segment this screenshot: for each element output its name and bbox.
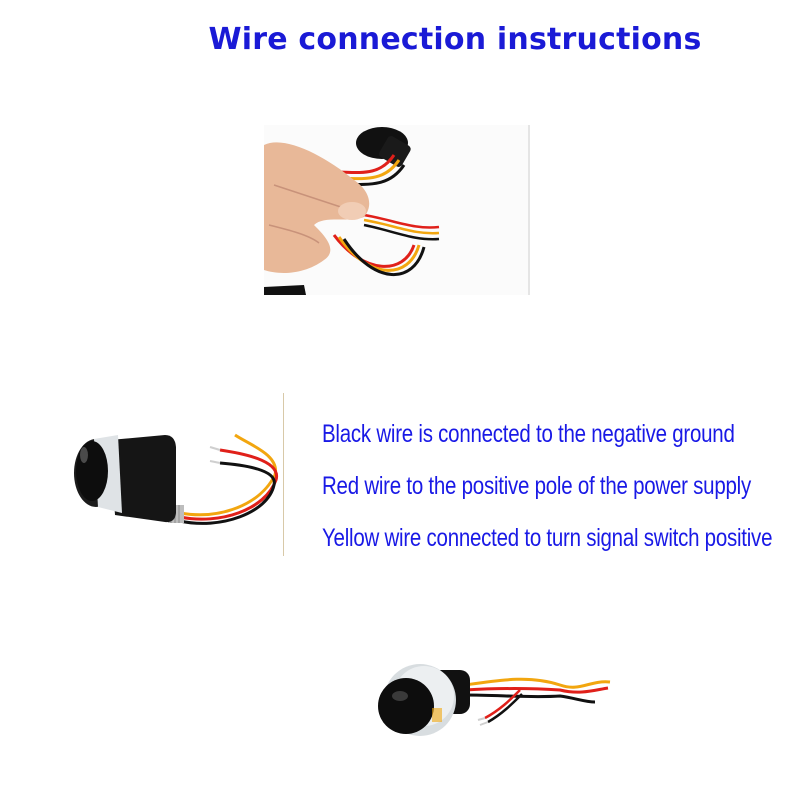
instruction-black-wire: Black wire is connected to the negative … [322,420,735,448]
divider-line [283,393,284,556]
bar-end-light-side-photo [70,395,282,555]
bar-end-light-front-photo [370,640,620,750]
wire-instructions-list: Black wire is connected to the negative … [322,415,800,571]
instruction-red-wire: Red wire to the positive pole of the pow… [322,472,751,500]
page-title: Wire connection instructions [208,22,702,57]
instruction-yellow-wire: Yellow wire connected to turn signal swi… [322,524,773,552]
hand-holding-wires-photo [264,125,530,295]
